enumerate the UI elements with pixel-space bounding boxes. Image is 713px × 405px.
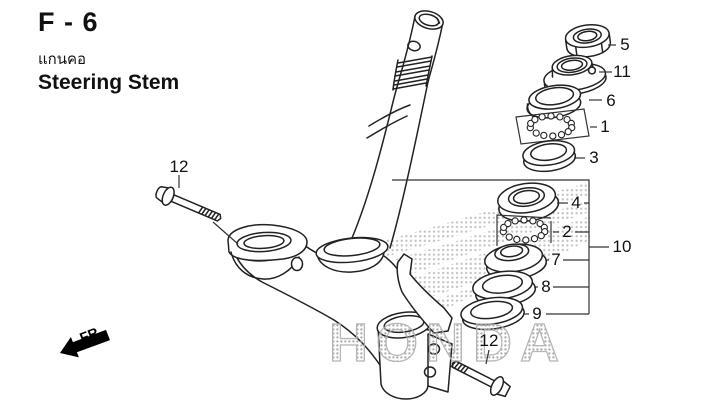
callout-1: 1 [600,117,610,136]
honda-watermark: HONDA [329,313,567,373]
callout-3: 3 [589,148,599,167]
figure-title: Steering Stem [38,71,180,95]
clamp-lug [427,333,453,393]
callout-5: 5 [620,35,630,54]
right-fork-holder [376,311,453,400]
callout-12-right: 12 [479,331,499,350]
part-2-steel-balls-lower [496,214,552,246]
part-11-adjuster-nut [543,54,607,96]
stem-tube [315,10,444,273]
callout-8: 8 [541,277,551,296]
callout-12-left: 12 [169,157,189,176]
part-12-bolt-left [155,186,222,222]
part-4-race-lower-top [497,182,560,222]
stem-threads [392,55,433,91]
part-1-steel-balls-upper [515,108,590,145]
callout-6: 6 [606,91,616,110]
part-12-bolt-right [450,360,511,398]
callout-10: 10 [612,237,632,256]
stem-hole [407,40,421,52]
stem-base-collar [315,236,389,273]
callout-11: 11 [613,62,631,81]
part-3-race-upper [522,139,577,173]
front-direction-label: FR. [77,323,104,346]
bracket-fin [396,253,453,334]
figure-title-thai: แกนคอ [38,50,87,68]
part-6-dust-seal-top [526,84,582,119]
front-direction-arrow: FR. [60,323,110,358]
part-8-dust-seal-lower [472,270,537,307]
figure-header: F - 6 แกนคอ Steering Stem [38,7,180,95]
part-5-stem-nut [564,23,612,58]
part-9-washer [460,296,525,331]
callout-4: 4 [571,193,581,212]
callout-2: 2 [562,222,572,241]
callout-9: 9 [532,304,542,323]
stem-top-opening [414,10,444,30]
figure-code: F - 6 [38,7,99,37]
callout-7: 7 [551,250,561,269]
leader-lines [178,44,616,365]
